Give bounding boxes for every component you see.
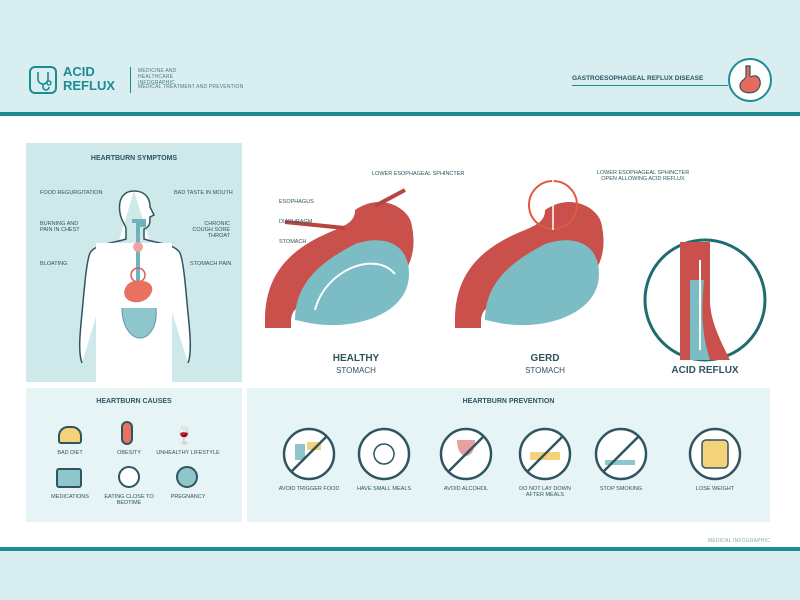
- tagline-1: MEDICINE AND HEALTHCARE INFOGRAPHIC: [138, 68, 177, 86]
- cause-bad-diet: BAD DIET: [57, 450, 83, 456]
- symptom-food-regurgitation: FOOD REGURGITATION: [40, 190, 103, 196]
- acid-reflux-title: ACID REFLUX: [671, 365, 739, 376]
- prevention-panel: HEARTBURN PREVENTION AVOID TRIGGER FOOD …: [247, 388, 770, 522]
- gerd-title: GERD: [530, 353, 560, 364]
- footer-band: [0, 551, 800, 600]
- stomach-anatomy-illustration: [265, 160, 767, 362]
- prevention-avoid-alcohol: AVOID ALCOHOL: [443, 486, 489, 492]
- cause-pregnancy: PREGNANCY: [170, 494, 206, 500]
- disease-title: GASTROESOPHAGEAL REFLUX DISEASE: [572, 75, 728, 86]
- header: [0, 0, 800, 112]
- pregnancy-icon: [176, 466, 198, 488]
- symptom-bloating: BLOATING: [40, 261, 68, 267]
- symptom-bad-taste: BAD TASTE IN MOUTH: [174, 190, 233, 196]
- small-meals-icon: [357, 427, 411, 481]
- wine-cigarette-icon: 🍷: [174, 428, 194, 445]
- footer-divider: [0, 547, 800, 551]
- symptoms-title: HEARTBURN SYMPTOMS: [90, 155, 178, 162]
- healthy-stomach: [265, 160, 414, 328]
- label-diaphragm: DIAPHRAGM: [279, 219, 313, 225]
- stomach-icon: [728, 58, 772, 102]
- prevention-no-lay-down: DO NOT LAY DOWN AFTER MEALS: [519, 486, 571, 498]
- stethoscope-icon: [29, 66, 57, 94]
- medications-icon: [56, 468, 82, 488]
- tagline-2: MEDICAL TREATMENT AND PREVENTION: [138, 84, 244, 90]
- symptom-stomach-pain: STOMACH PAIN: [190, 261, 232, 267]
- symptom-burning-chest: BURNING AND PAIN IN CHEST: [40, 221, 80, 233]
- prevention-stop-smoking: STOP SMOKING: [599, 486, 643, 492]
- label-sphincter: LOWER ESOPHAGEAL SPHINCTER: [372, 171, 465, 177]
- burger-icon: [58, 426, 82, 444]
- logo-divider: [130, 67, 131, 93]
- prevention-small-meals: HAVE SMALL MEALS: [356, 486, 412, 492]
- gerd-stomach: [455, 160, 604, 328]
- causes-panel: HEARTBURN CAUSES 🍷 BAD DIET OBESITY UNHE…: [26, 388, 242, 522]
- human-body-illustration: [78, 190, 192, 382]
- healthy-title: HEALTHY: [332, 353, 380, 364]
- prevention-title: HEARTBURN PREVENTION: [462, 398, 555, 405]
- symptoms-panel: HEARTBURN SYMPTOMS FOOD REGURGITATION BU…: [26, 143, 242, 382]
- logo-line1: ACID: [63, 64, 95, 79]
- causes-title: HEARTBURN CAUSES: [96, 398, 172, 405]
- prevention-lose-weight: LOSE WEIGHT: [695, 486, 735, 492]
- symptom-chronic-cough: CHRONIC COUGH SORE THROAT: [192, 221, 230, 239]
- cause-unhealthy-lifestyle: UNHEALTHY LIFESTYLE: [156, 450, 220, 456]
- obesity-icon: [121, 421, 133, 445]
- plate-clock-icon: [118, 466, 140, 488]
- footer-caption: MEDICAL INFOGRAPHIC: [708, 538, 770, 544]
- cause-obesity: OBESITY: [117, 450, 141, 456]
- label-stomach: STOMACH: [279, 239, 307, 245]
- gerd-subtitle: STOMACH: [525, 366, 565, 375]
- cause-eating-bedtime: EATING CLOSE TO BEDTIME: [104, 494, 154, 506]
- prevention-avoid-trigger-food: AVOID TRIGGER FOOD: [278, 486, 340, 492]
- healthy-subtitle: STOMACH: [336, 366, 376, 375]
- cause-medications: MEDICATIONS: [51, 494, 89, 500]
- label-sphincter-open: LOWER ESOPHAGEAL SPHINCTER OPEN ALLOWING…: [596, 170, 690, 182]
- acid-reflux-closeup: [643, 238, 767, 362]
- prevention-icons: [282, 427, 742, 481]
- label-esophagus: ESOPHAGUS: [279, 199, 314, 205]
- logo-line2: REFLUX: [63, 78, 115, 93]
- header-divider: [0, 112, 800, 116]
